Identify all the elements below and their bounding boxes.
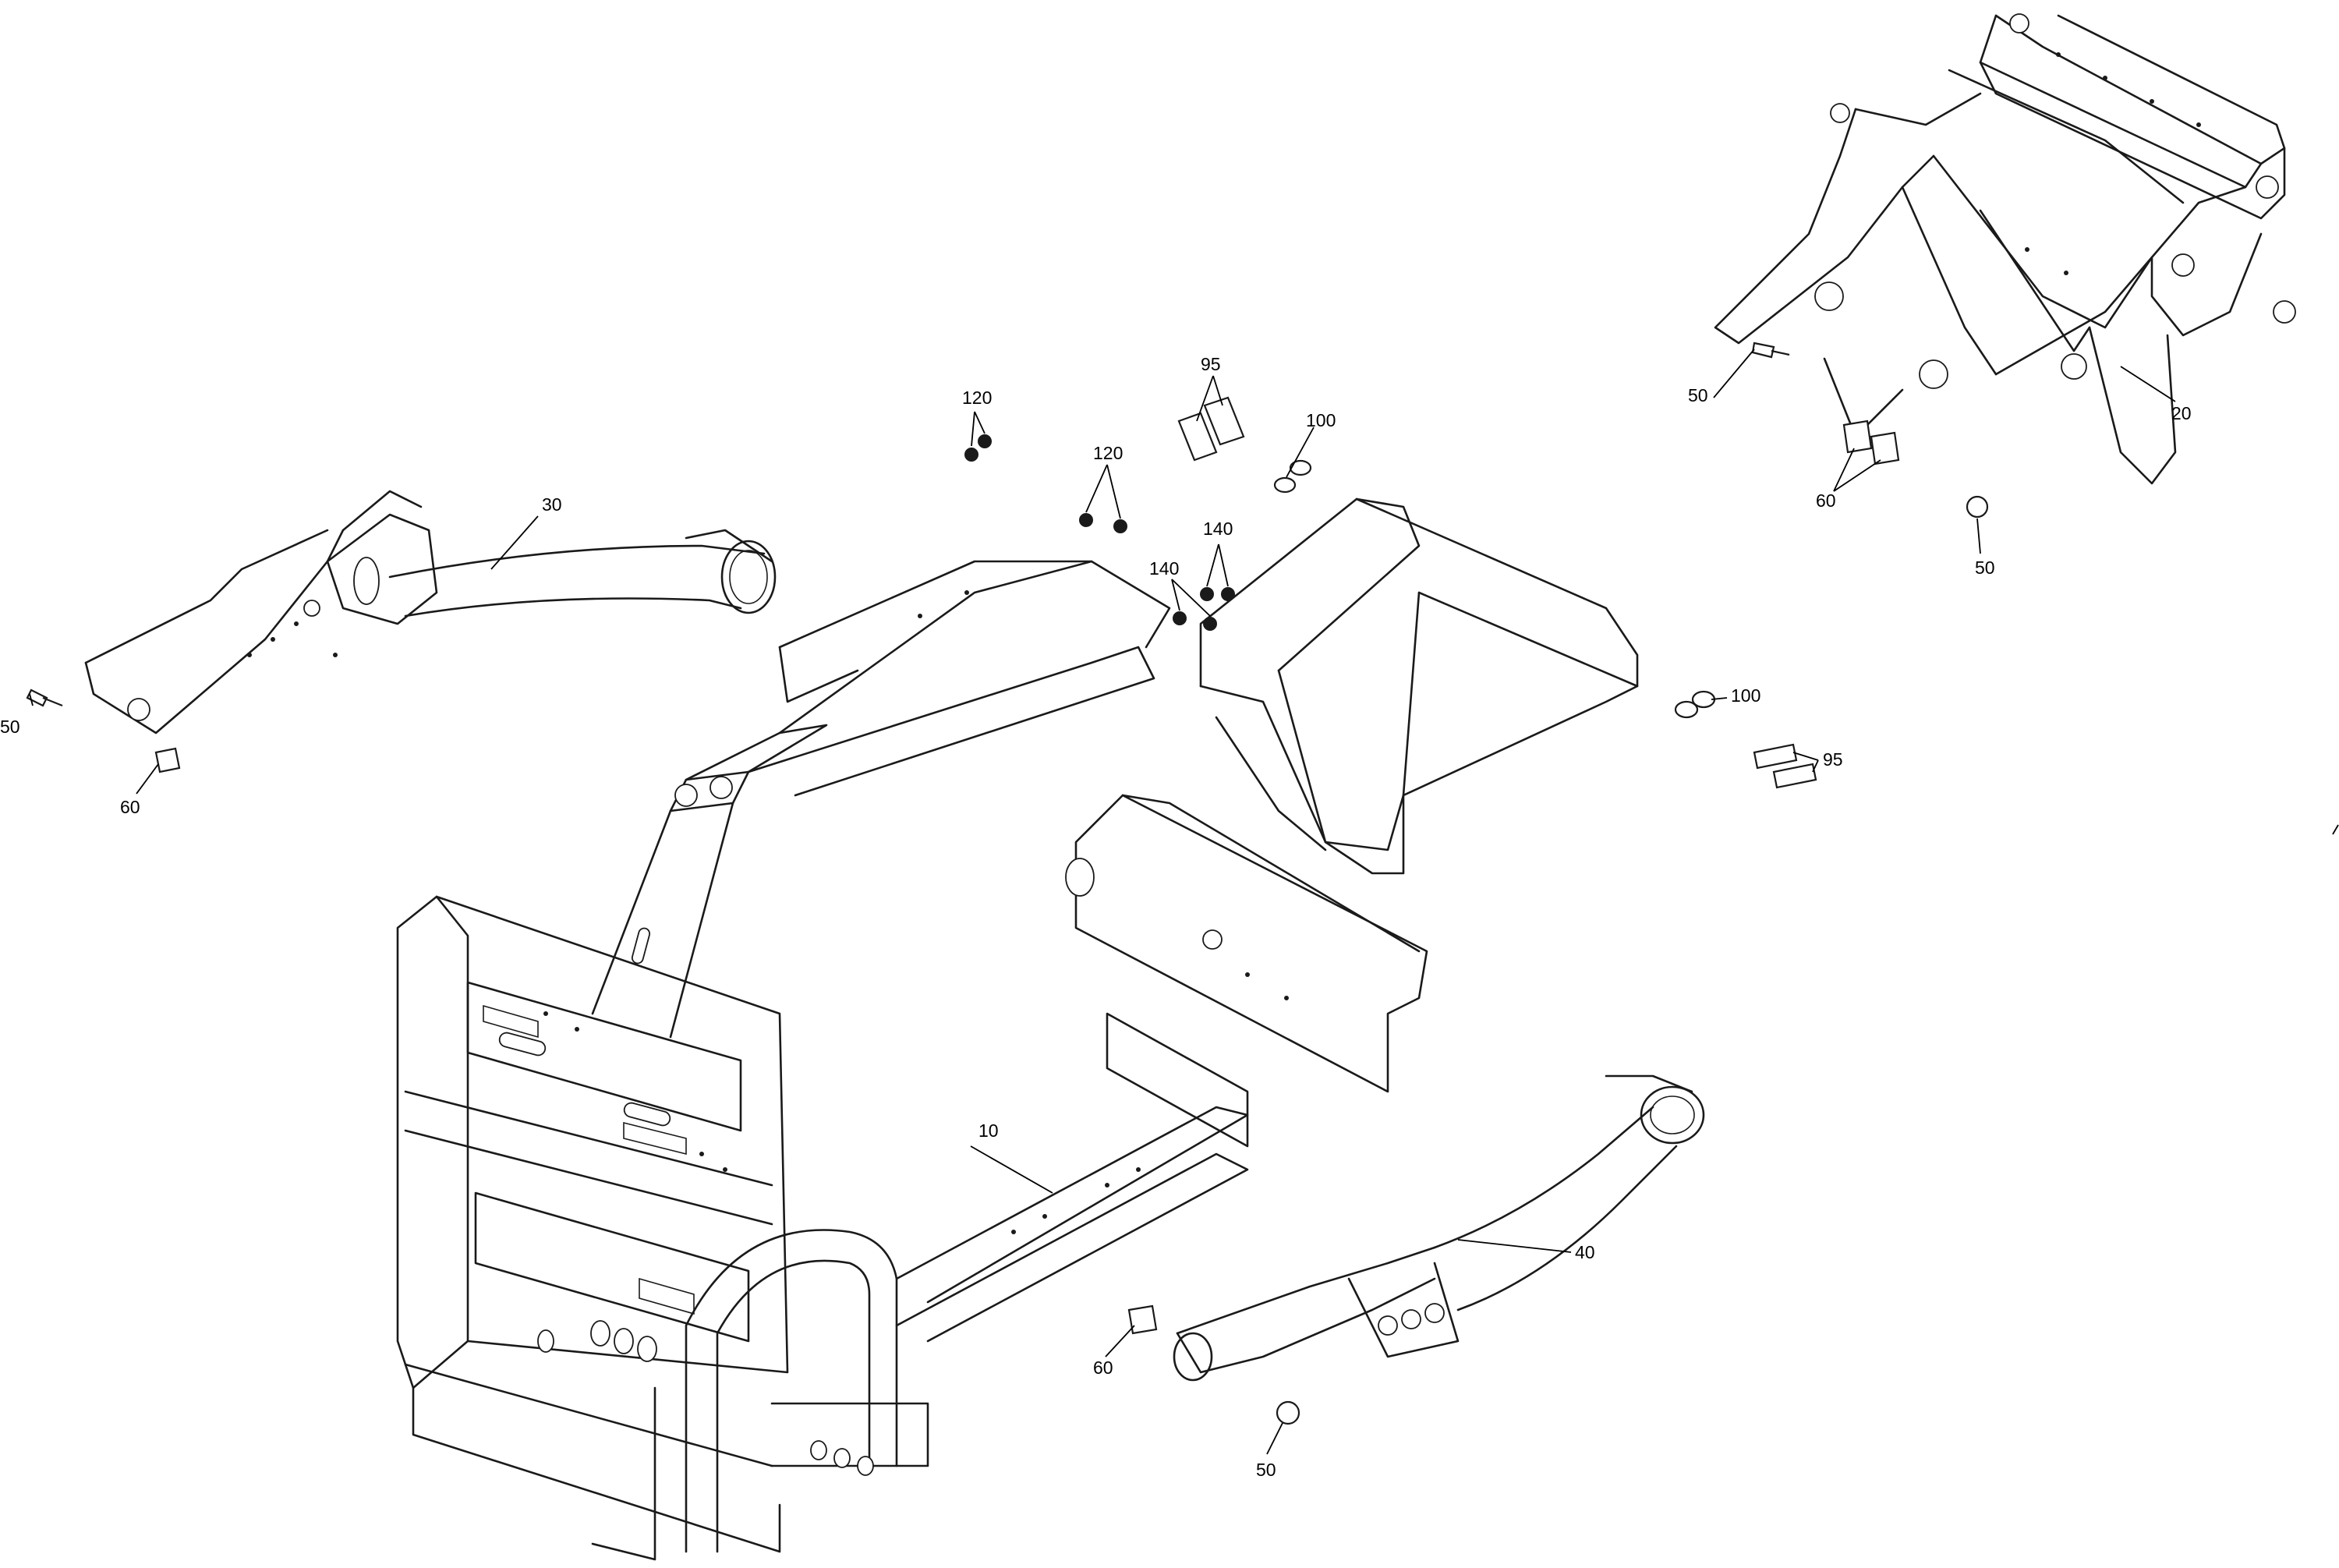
callout-60-bottom: 60 [1093,1357,1113,1378]
left-arm-part-30 [84,490,777,734]
bolt-50-bottom [1276,1400,1300,1425]
callout-120-b: 120 [1093,443,1123,463]
nuts-140 [1173,587,1235,631]
callout-40: 40 [1575,1242,1595,1262]
clip-60-right [1842,419,1900,465]
bolts-95-top [1177,396,1245,462]
bolt-50-left [26,688,63,707]
callout-140-b: 140 [1203,519,1233,539]
callout-50-left: 50 [0,717,20,737]
edge-mark [2332,824,2339,835]
callout-labels: 10 20 30 40 50 50 50 50 60 60 60 95 95 1… [0,354,2192,1480]
bolt-50-top-right [1751,342,1790,359]
callout-60-left: 60 [120,797,140,817]
bolt-50-right-lower [1966,495,1989,519]
callout-50-bottom: 50 [1256,1460,1276,1480]
washers-100-right [1674,690,1716,719]
callout-50-right-lower: 50 [1975,557,1995,578]
callout-100-top: 100 [1306,410,1336,430]
clip-60-bottom [1127,1304,1158,1335]
callout-120-a: 120 [962,388,992,408]
callout-30: 30 [542,494,562,515]
callout-20: 20 [2171,403,2192,423]
main-frame-part-10 [396,497,1639,1561]
right-arm-part-40 [1173,1074,1705,1382]
callout-50-top-right: 50 [1688,385,1708,405]
clip-60-left [154,747,181,773]
rear-subframe-part-20 [1714,13,2296,485]
callout-95-right: 95 [1823,749,1843,770]
callout-60-right: 60 [1816,490,1836,511]
leader-lines [29,349,2176,1455]
callout-100-right: 100 [1731,685,1760,706]
callout-10: 10 [978,1120,999,1141]
nuts-120 [964,434,1127,533]
callout-140-a: 140 [1149,558,1179,579]
callout-95-top: 95 [1201,354,1221,374]
bolts-95-right [1753,743,1817,789]
washers-100-top [1273,459,1312,494]
